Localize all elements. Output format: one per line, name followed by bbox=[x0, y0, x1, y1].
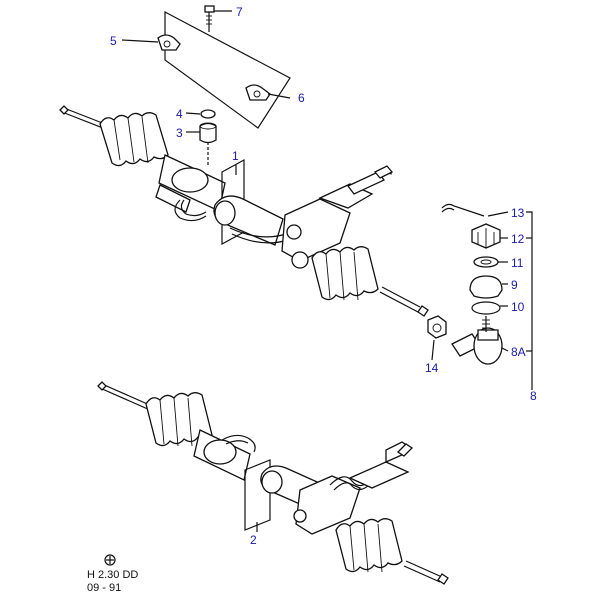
bush-4 bbox=[200, 109, 216, 119]
footer-block: H 2.30 DD 09 - 91 bbox=[87, 554, 138, 594]
clamp-5 bbox=[157, 34, 181, 51]
ball-joint-kit bbox=[441, 203, 503, 332]
right-bellows-upper bbox=[311, 246, 379, 301]
callout-1: 1 bbox=[232, 149, 239, 163]
callout-7: 7 bbox=[236, 5, 243, 19]
callout-14: 14 bbox=[425, 361, 439, 375]
vehicle-symbol-icon bbox=[104, 554, 116, 566]
callout-8A: 8A bbox=[511, 345, 526, 359]
leader-lines bbox=[121, 10, 533, 532]
locknut-14 bbox=[427, 315, 447, 339]
mounting-plate-group bbox=[157, 5, 291, 165]
footer-date: 09 - 91 bbox=[87, 582, 121, 594]
callout-labels: 7 5 6 4 3 1 13 12 11 9 10 8A 14 8 2 bbox=[110, 5, 537, 547]
bush-3 bbox=[199, 122, 217, 144]
clamp-6 bbox=[245, 84, 271, 101]
washer-11 bbox=[473, 256, 499, 268]
right-bellows-lower bbox=[335, 518, 403, 573]
callout-11: 11 bbox=[511, 256, 524, 270]
castle-nut-12 bbox=[471, 223, 501, 249]
steering-rack-upper bbox=[59, 105, 503, 365]
callout-5: 5 bbox=[110, 34, 117, 48]
callout-4: 4 bbox=[176, 107, 183, 121]
steering-rack-lower bbox=[97, 381, 449, 585]
left-bellows-lower bbox=[145, 392, 213, 447]
circlip-10 bbox=[471, 301, 501, 315]
bolt-7 bbox=[204, 5, 215, 32]
left-bellows-upper bbox=[99, 112, 169, 167]
callout-9: 9 bbox=[511, 278, 518, 292]
callout-8: 8 bbox=[530, 389, 537, 403]
callout-13: 13 bbox=[511, 206, 525, 220]
footer-code: H 2.30 DD bbox=[87, 569, 138, 581]
tie-rod-end-8A bbox=[451, 327, 503, 365]
callout-2: 2 bbox=[250, 533, 257, 547]
callout-12: 12 bbox=[511, 232, 525, 246]
boot-9 bbox=[469, 275, 503, 299]
callout-6: 6 bbox=[298, 91, 305, 105]
callout-3: 3 bbox=[176, 126, 183, 140]
callout-10: 10 bbox=[511, 300, 525, 314]
split-pin-13 bbox=[441, 203, 485, 217]
